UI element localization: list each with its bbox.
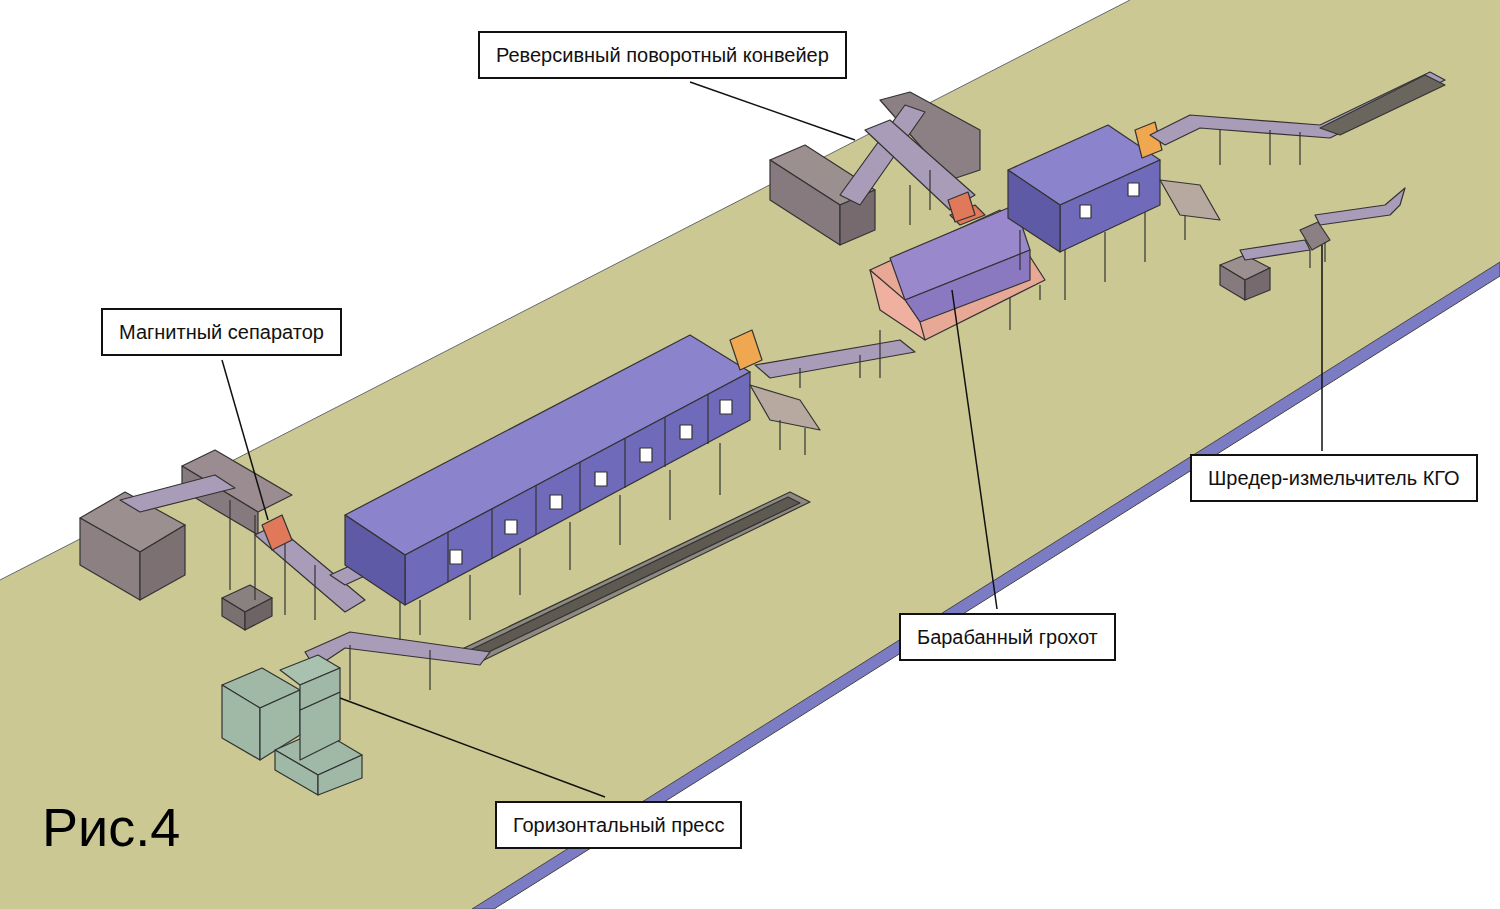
callout-box: Реверсивный поворотный конвейер [478, 31, 847, 79]
container [770, 160, 840, 245]
callout-label: Барабанный грохот [917, 626, 1098, 649]
callout-box: Барабанный грохот [899, 613, 1116, 661]
conveyor [120, 475, 235, 512]
container [80, 518, 140, 600]
callout-label: Магнитный сепаратор [119, 321, 324, 344]
callout-label: Горизонтальный пресс [513, 814, 724, 837]
horizontal-press [222, 655, 362, 795]
shredder [1220, 188, 1405, 300]
sorting-cabin [345, 330, 820, 640]
callout-label: Шредер-измельчитель КГО [1208, 467, 1460, 490]
callout-box: Магнитный сепаратор [101, 308, 342, 356]
callout-box: Шредер-измельчитель КГО [1190, 454, 1478, 502]
leader-line [222, 82, 1322, 797]
callout-label: Реверсивный поворотный конвейер [496, 44, 829, 67]
sorting-cabin [1008, 122, 1220, 300]
drum-screen [870, 205, 1045, 378]
magnetic-separator [262, 515, 292, 550]
conveyor [1150, 72, 1445, 145]
conveyor [755, 340, 915, 378]
conveyor [305, 632, 490, 668]
callout-box: Горизонтальный пресс [495, 801, 742, 849]
figure-caption: Рис.4 [42, 800, 180, 854]
